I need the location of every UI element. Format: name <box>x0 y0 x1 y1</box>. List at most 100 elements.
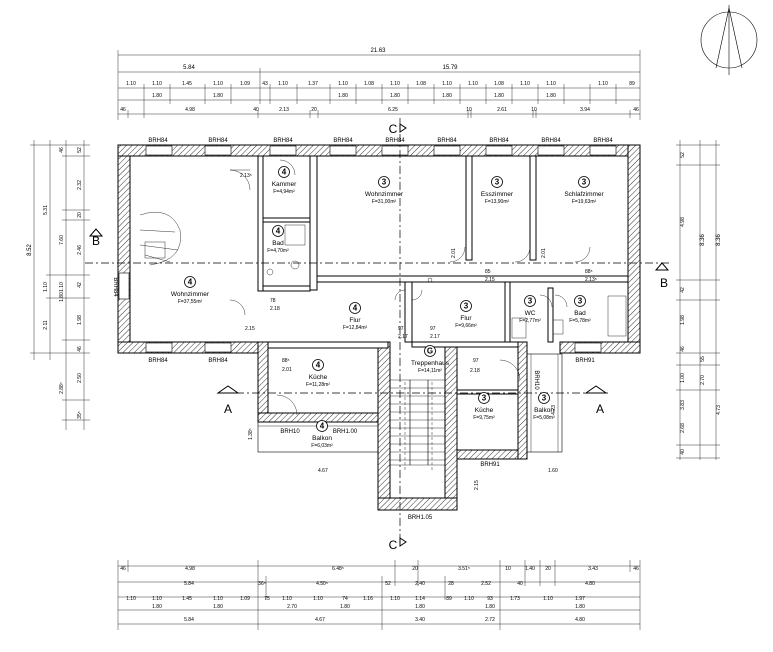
dim-top: 1.08 <box>494 81 504 87</box>
brh-label: BRH10 <box>280 429 300 435</box>
room-area: F=14,11m² <box>418 368 442 374</box>
dim-left: 35⁵ <box>77 411 83 419</box>
room-area: F=4,94m² <box>273 189 295 195</box>
brh-label: BRH84 <box>208 358 228 364</box>
dim-bottom: 6.48⁵ <box>332 566 344 572</box>
dim-right: 3.83 <box>680 400 686 410</box>
dim-bottom: 3.40 <box>415 617 425 623</box>
room-number: 3 <box>542 394 547 403</box>
dim-right: 40 <box>680 449 686 455</box>
dim-note: 4.67 <box>318 468 328 474</box>
dim-top: 1.10 <box>278 81 288 87</box>
dim-bottom: 20 <box>545 566 551 572</box>
section-lines <box>85 118 670 547</box>
dim-note: 85 <box>485 269 491 275</box>
dim-note: 1.60 <box>548 468 558 474</box>
dim-note: 2.15 <box>485 277 495 283</box>
room-name: WC <box>525 310 536 317</box>
room-name: Wohnzimmer <box>171 291 210 298</box>
dim-left: 1.98 <box>77 315 83 325</box>
dim-note: 97 <box>430 326 436 332</box>
room-name: Esszimmer <box>481 191 514 198</box>
room-number-badge <box>312 359 324 371</box>
dim-bottom: 1.80 <box>152 604 162 610</box>
dim-top: 1.10 <box>338 81 348 87</box>
room-name: Küche <box>309 374 328 381</box>
dim-note: 2.15 <box>474 480 480 490</box>
dim-bottom: 1.80 <box>213 604 223 610</box>
section-marker-a: A <box>596 402 604 416</box>
dim-top: 40 <box>253 107 259 113</box>
room-name: Bad <box>574 310 586 317</box>
room-name: Küche <box>475 407 494 414</box>
dim-top: 1.80 <box>442 93 452 99</box>
dim-left: 42 <box>77 282 83 288</box>
room-number: 3 <box>482 394 487 403</box>
room-number-badge <box>184 276 196 288</box>
room-number-badge <box>316 420 328 432</box>
brh-label: BRH84 <box>148 358 168 364</box>
room-number-badge <box>578 176 590 188</box>
section-marker-a: A <box>224 402 232 416</box>
dim-note: 2.01 <box>451 248 457 258</box>
room-name: Treppenhaus <box>411 360 450 367</box>
dim-note: 2.01 <box>282 367 292 373</box>
dim-right: 55 <box>700 356 706 362</box>
dim-bottom: 4.98 <box>185 566 195 572</box>
dim-note: 2.18 <box>470 368 480 374</box>
dim-right: 42 <box>680 287 686 293</box>
dim-top: 1.09 <box>240 81 250 87</box>
dim-bottom: 1.10 <box>152 596 162 602</box>
dim-top: 2.61 <box>497 107 507 113</box>
room-number-badge <box>574 295 586 307</box>
room-area: F=2,77m² <box>519 318 541 324</box>
dimensions-bottom: 46 4.98 6.48⁵ 20 3.51⁵ 10 1.40 20 3.43 4… <box>117 560 641 630</box>
dim-note: 97 <box>473 358 479 364</box>
dim-bottom: 40 <box>517 581 523 587</box>
dim-top: 1.08 <box>416 81 426 87</box>
dim-bottom: 2.72 <box>485 617 495 623</box>
dim-bottom: 1.09 <box>240 596 250 602</box>
dim-bottom: 1.10 <box>464 596 474 602</box>
dim-bottom: 1.10 <box>313 596 323 602</box>
dim-bottom: 5.84 <box>184 617 194 623</box>
dim-right: 2.68 <box>680 423 686 433</box>
walls <box>117 144 641 511</box>
dim-left: 7.60 <box>59 235 65 245</box>
dim-top: 1.10 <box>152 81 162 87</box>
dim-top: 1.10 <box>468 81 478 87</box>
dim-top: 1.80 <box>494 93 504 99</box>
dim-note: 2.01 <box>541 248 547 258</box>
brh-label: BRH91 <box>575 358 595 364</box>
dim-top: 43 <box>262 81 268 87</box>
dim-note: 2.13⁵ <box>585 277 597 283</box>
dim-top: 15.79 <box>442 65 458 71</box>
dim-bottom: 46 <box>633 566 639 572</box>
dim-left: 46 <box>59 147 65 153</box>
dim-bottom: 3.51⁵ <box>458 566 470 572</box>
dim-bottom: 1.80 <box>575 604 585 610</box>
dim-note: 78 <box>270 298 276 304</box>
dim-bottom: 4.80 <box>585 581 595 587</box>
dim-left: 20 <box>77 212 83 218</box>
dim-left: 2.11 <box>43 320 49 330</box>
room-name: Schlafzimmer <box>564 191 604 198</box>
dim-bottom: 36⁵ <box>258 581 266 587</box>
dim-top: 46 <box>633 107 639 113</box>
dim-bottom: 75 <box>264 596 270 602</box>
room-area: F=31,00m² <box>372 199 397 205</box>
brh-label: BRH1.00 <box>333 429 358 435</box>
dim-bottom: 3.43 <box>588 566 598 572</box>
brh-label: BRH84 <box>437 138 457 144</box>
dim-bottom: 4.80 <box>575 617 585 623</box>
dim-bottom: 1.73 <box>510 596 520 602</box>
dim-left: 52 <box>77 147 83 153</box>
